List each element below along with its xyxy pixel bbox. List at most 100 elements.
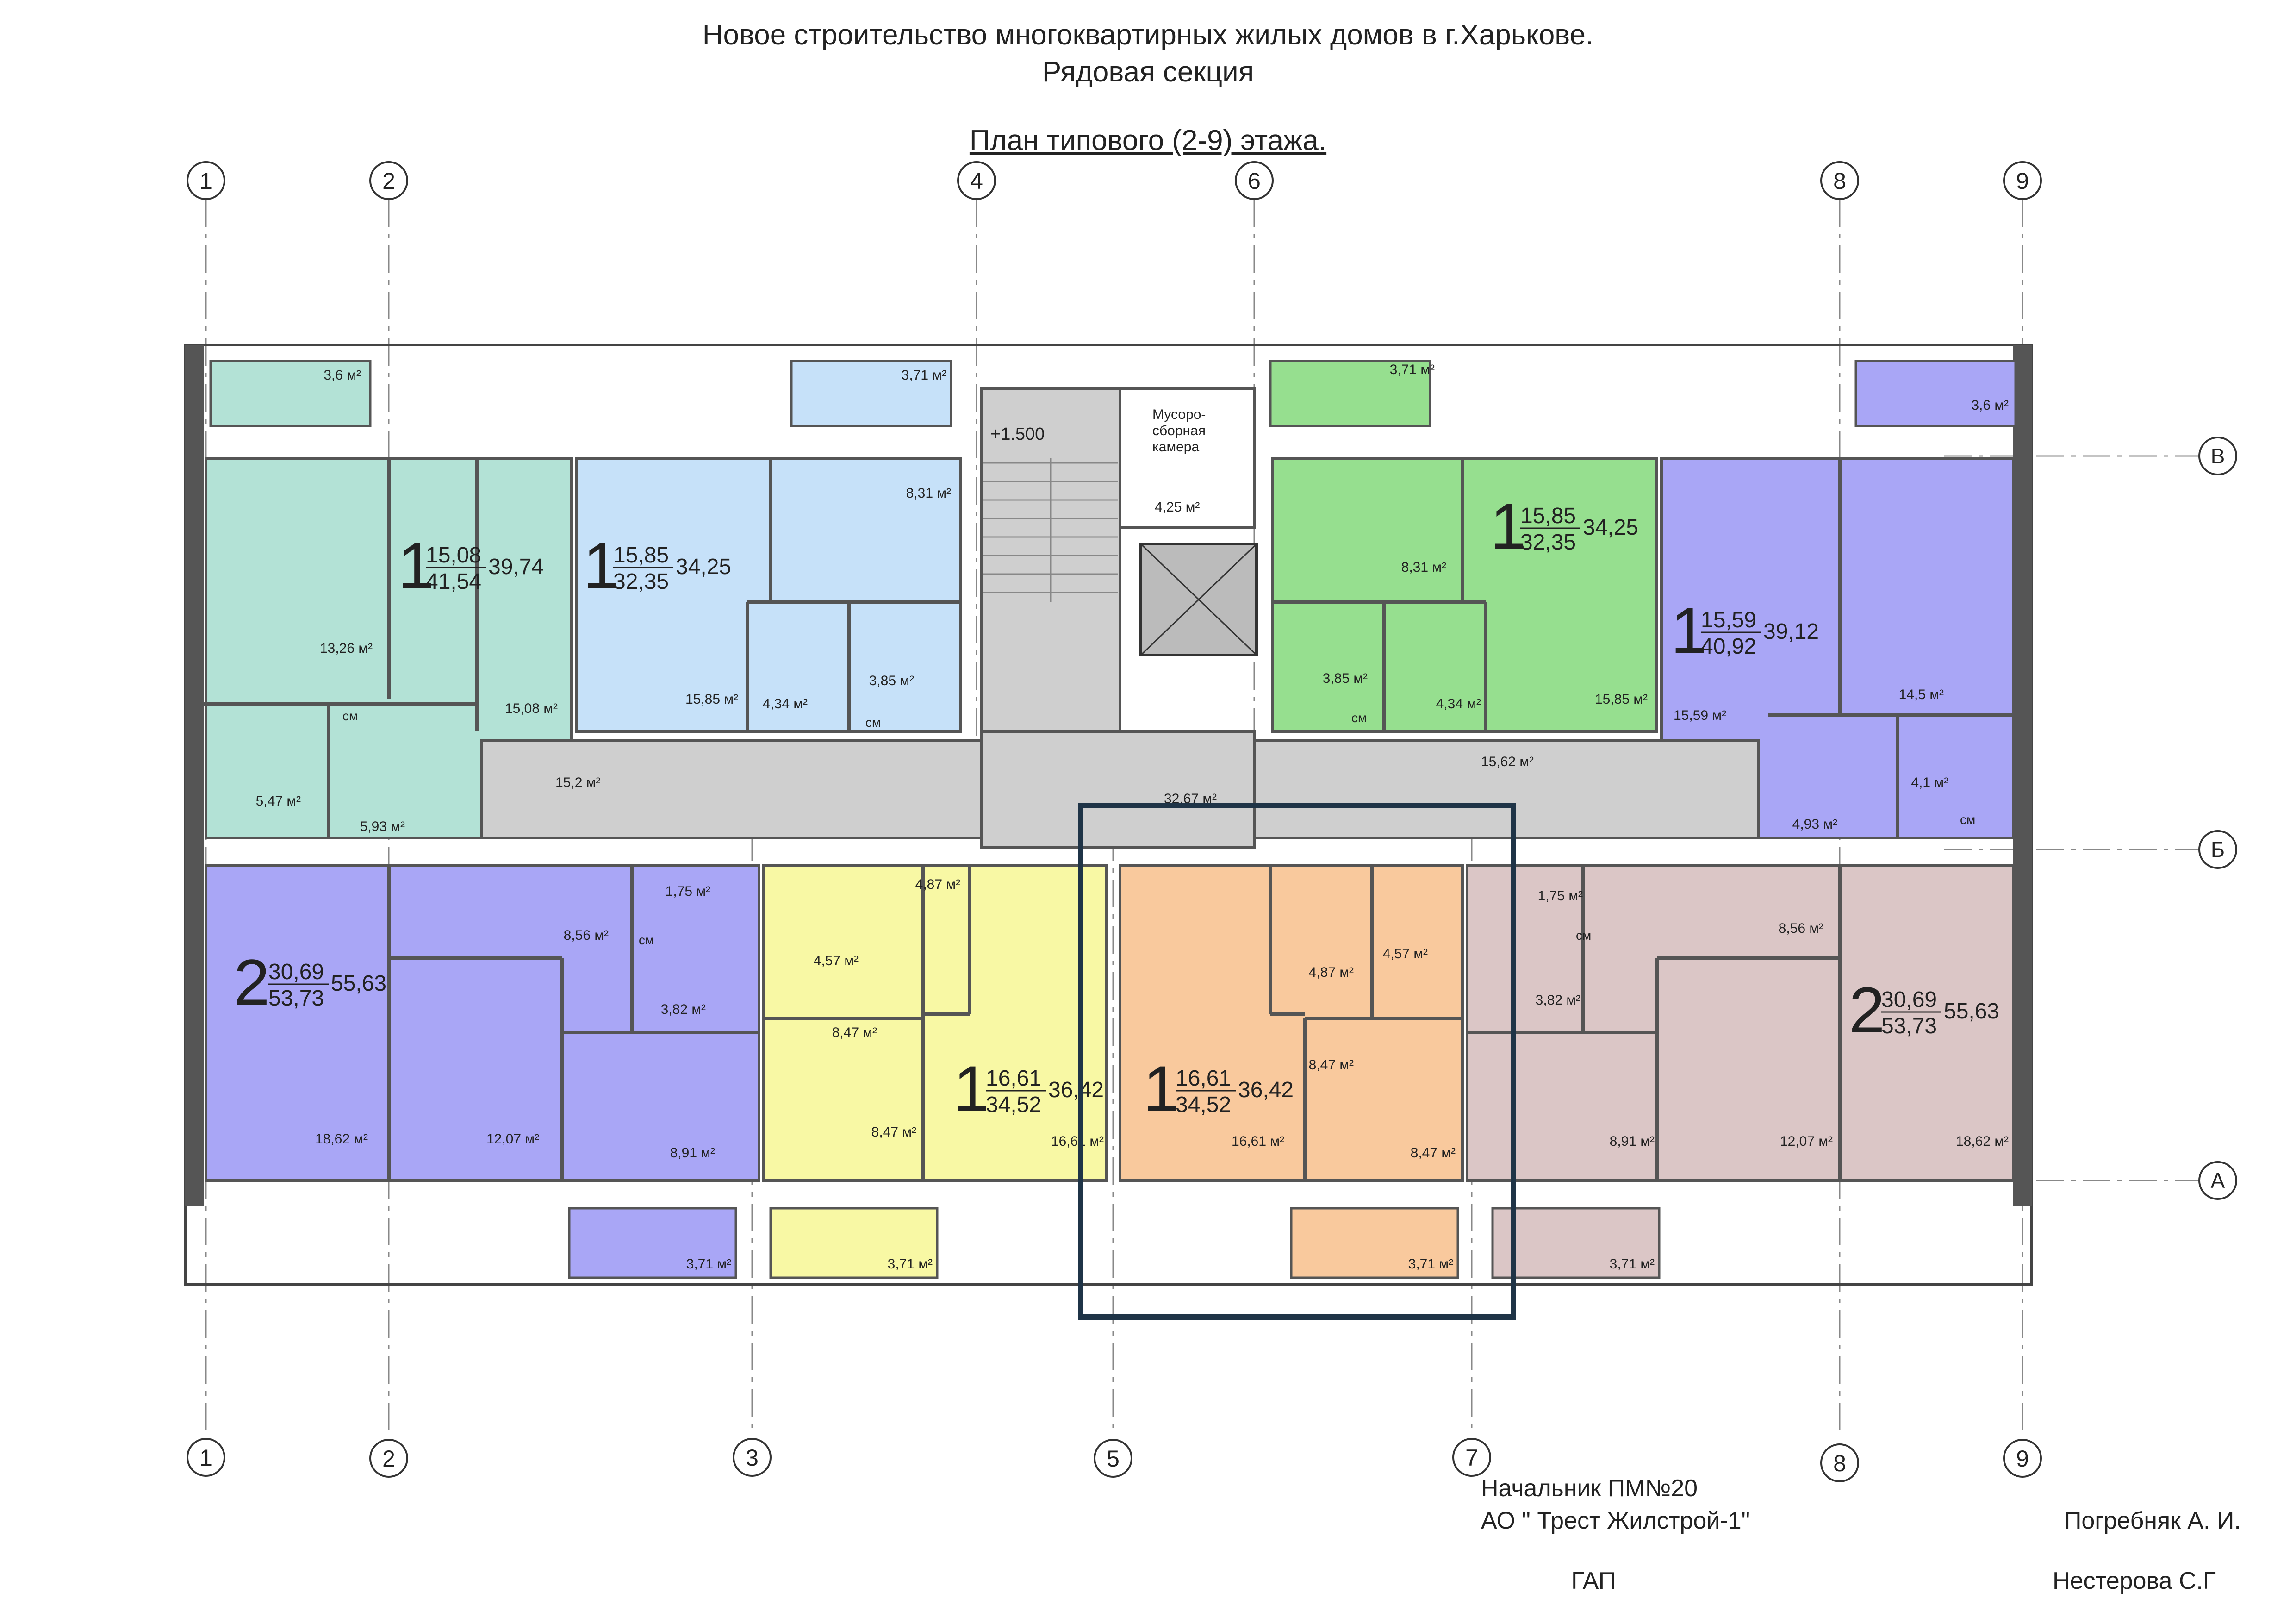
axis-label-bottom: 7 (1465, 1445, 1478, 1471)
apartment-6 (762, 864, 1108, 1182)
axis-label-bottom: 1 (199, 1445, 212, 1471)
room-area: 4,87 м² (1309, 965, 1354, 980)
axis-label-right: А (2211, 1168, 2225, 1193)
signature-name-2: Нестерова С.Г (2053, 1568, 2216, 1594)
room-area: 15,85 м² (1595, 692, 1648, 707)
room-area: 14,5 м² (1899, 687, 1944, 702)
room-area: 8,56 м² (564, 928, 609, 943)
axis-markers-top (187, 161, 2042, 200)
balcony (769, 1207, 939, 1279)
room-area: 1,75 м² (1538, 888, 1583, 904)
total-area: 40,92 (1701, 634, 1756, 659)
room-area: 3,82 м² (661, 1002, 706, 1017)
wc-label: см (639, 933, 654, 947)
room-area: 8,47 м² (871, 1124, 916, 1140)
level-mark: +1.500 (990, 425, 1045, 444)
usable-area: 55,63 (1944, 999, 1999, 1024)
signature-name-1: Погребняк А. И. (2064, 1507, 2241, 1534)
apartment-label-4: 1 15,59 40,92 39,12 (1671, 594, 1819, 667)
axis-label-bottom: 9 (2016, 1446, 2029, 1472)
room-area: 8,91 м² (670, 1145, 715, 1161)
room-area: 1,75 м² (666, 884, 710, 899)
apartment-5 (205, 864, 760, 1182)
room-area: 3,71 м² (888, 1256, 933, 1272)
floor-title: План типового (2-9) этажа. (969, 125, 1327, 156)
room-area: 8,47 м² (1309, 1057, 1354, 1073)
elevator-hall (980, 730, 1256, 849)
usable-area: 34,25 (1583, 515, 1638, 540)
common-area (480, 387, 1760, 849)
garbage-room-label: камера (1152, 439, 1199, 455)
room-area: 5,47 м² (256, 793, 301, 809)
rooms-count: 2 (1849, 974, 1885, 1046)
room-area: 8,56 м² (1779, 921, 1823, 936)
room-area: 8,47 м² (832, 1025, 877, 1040)
room-area: 4,1 м² (1911, 775, 1948, 790)
room-area: 13,26 м² (320, 641, 373, 656)
usable-area: 39,12 (1763, 619, 1819, 644)
axis-label-top: 4 (970, 168, 983, 194)
room-area: 8,31 м² (906, 486, 951, 501)
axis-label-top: 2 (382, 168, 395, 194)
rooms-count: 2 (234, 946, 270, 1018)
axis-label-right: В (2211, 444, 2225, 468)
living-area: 30,69 (1881, 987, 1937, 1012)
balcony (1269, 360, 1431, 427)
room-area: 4,57 м² (814, 953, 859, 968)
living-area: 15,85 (613, 543, 669, 568)
balcony (209, 360, 372, 427)
apartments-bottom (205, 864, 2015, 1182)
room-area: 8,91 м² (1610, 1134, 1655, 1149)
axis-label-top: 6 (1248, 168, 1261, 194)
wc-label: см (342, 709, 358, 723)
room-area: 8,47 м² (1411, 1145, 1456, 1161)
room-area: 4,93 м² (1792, 817, 1837, 832)
apartment-label-2: 1 15,85 32,35 34,25 (583, 529, 731, 602)
room-area: 12,07 м² (486, 1131, 539, 1147)
rooms-count: 1 (1143, 1052, 1179, 1125)
balconies-bottom (568, 1207, 1661, 1279)
living-area: 16,61 (986, 1066, 1041, 1091)
room-area: 4,34 м² (1436, 696, 1481, 712)
room-area: 3,71 м² (1390, 362, 1435, 377)
total-area: 53,73 (1881, 1014, 1937, 1038)
rooms-count: 1 (1671, 594, 1707, 667)
garbage-room (1119, 387, 1256, 529)
room-area: 3,71 м² (1610, 1256, 1655, 1272)
room-area: 4,34 м² (763, 696, 808, 712)
room-area: 3,85 м² (869, 673, 914, 688)
axis-label-bottom: 5 (1107, 1446, 1120, 1472)
rooms-count: 1 (1490, 490, 1526, 562)
garbage-room-label: сборная (1152, 423, 1206, 438)
apartment-8 (1466, 864, 2015, 1182)
total-area: 34,52 (986, 1093, 1041, 1117)
apartment-label-5: 2 30,69 53,73 55,63 (234, 946, 386, 1018)
balconies-top (209, 360, 2017, 427)
total-area: 41,54 (426, 569, 481, 594)
room-area: 4,87 м² (915, 877, 960, 892)
apartment-label-7: 1 16,61 34,52 36,42 (1143, 1052, 1294, 1125)
apartment-2 (575, 457, 962, 733)
wc-label: см (1351, 711, 1367, 725)
room-area: 18,62 м² (1956, 1134, 2009, 1149)
axis-label-top: 1 (199, 168, 212, 194)
apartment-label-3: 1 15,85 32,35 34,25 (1490, 490, 1638, 562)
room-area: 12,07 м² (1780, 1134, 1833, 1149)
balcony (1491, 1207, 1661, 1279)
plan-title: Новое строительство многоквартирных жилы… (702, 19, 1594, 51)
room-area: 3,6 м² (1971, 398, 2009, 413)
apartment-label-6: 1 16,61 34,52 36,42 (953, 1052, 1104, 1125)
room-area: 15,85 м² (685, 692, 738, 707)
wc-label: см (1960, 812, 1975, 827)
living-area: 16,61 (1176, 1066, 1231, 1091)
axis-markers-right (2198, 437, 2237, 1200)
usable-area: 55,63 (331, 971, 386, 996)
room-area: 15,59 м² (1674, 708, 1726, 723)
living-area: 15,59 (1701, 608, 1756, 632)
room-area: 3,71 м² (902, 368, 946, 383)
section-subtitle: Рядовая секция (1042, 56, 1254, 88)
balcony (790, 360, 952, 427)
usable-area: 36,42 (1048, 1078, 1104, 1102)
wc-label: см (865, 715, 881, 730)
axis-label-bottom: 8 (1833, 1450, 1846, 1476)
